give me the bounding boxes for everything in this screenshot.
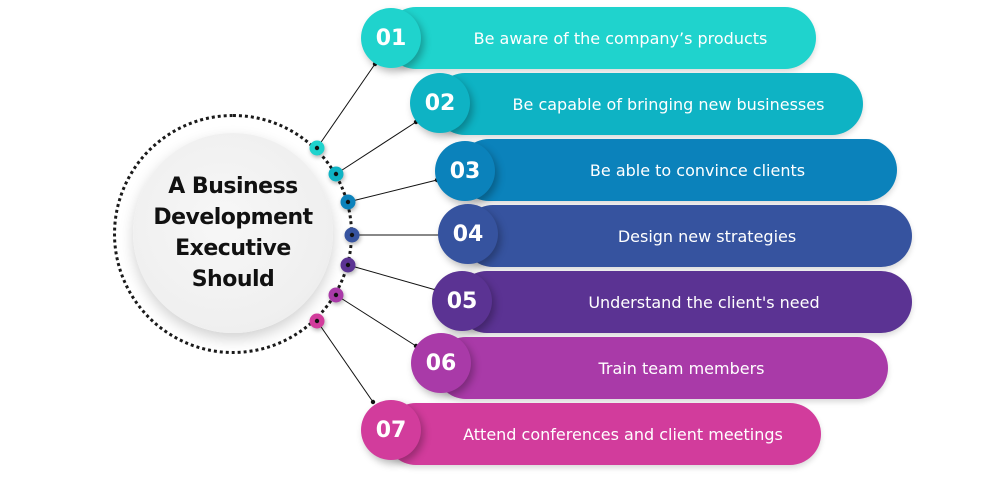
connector-line [347,179,438,203]
item-number: 02 [424,90,456,116]
item-number-badge: 03 [435,141,495,201]
item-label: Design new strategies [617,226,797,246]
hub-node-center-dot [314,318,320,324]
item-pill-02: Be capable of bringing new businesses [434,73,863,135]
item-number-badge: 07 [361,400,421,460]
item-number: 07 [375,417,407,443]
item-label: Understand the client's need [588,292,820,312]
connector-line [347,264,437,291]
item-number-badge: 02 [410,73,470,133]
hub-node-center-dot [345,262,351,268]
item-number-badge: 06 [411,333,471,393]
item-number-badge: 01 [361,8,421,68]
item-pill-03: Be able to convince clients [458,139,897,201]
hub-title-line: Should [191,267,275,292]
hub-title: A Business Development Executive Should [138,171,328,295]
connector-line [335,294,417,347]
item-number-badge: 04 [438,204,498,264]
item-label: Attend conferences and client meetings [463,424,783,444]
item-number-badge: 05 [432,271,492,331]
item-label: Be aware of the company’s products [473,28,768,48]
item-pill-07: Attend conferences and client meetings [385,403,821,465]
hub-node-center-dot [333,292,339,298]
connector-end-dot [370,399,376,405]
item-number: 03 [449,158,481,184]
item-label: Be capable of bringing new businesses [512,94,825,114]
item-number: 01 [375,25,407,51]
hub-title-line: Development [153,205,313,230]
hub-title-line: A Business [168,174,298,199]
item-label: Train team members [598,358,765,378]
item-number: 04 [452,221,484,247]
hub-node-center-dot [349,232,355,238]
hub-node-center-dot [314,145,320,151]
hub-node-center-dot [345,199,351,205]
hub-circle: A Business Development Executive Should [133,133,333,333]
connector-line [335,121,417,175]
item-pill-04: Design new strategies [462,205,912,267]
item-pill-05: Understand the client's need [456,271,912,333]
item-number: 05 [446,288,478,314]
connector-line [316,320,374,403]
hub-node-center-dot [333,171,339,177]
item-number: 06 [425,350,457,376]
item-pill-06: Train team members [435,337,888,399]
connector-line [316,63,376,149]
hub-title-line: Executive [175,236,291,261]
item-label: Be able to convince clients [589,160,806,180]
item-pill-01: Be aware of the company’s products [385,7,816,69]
